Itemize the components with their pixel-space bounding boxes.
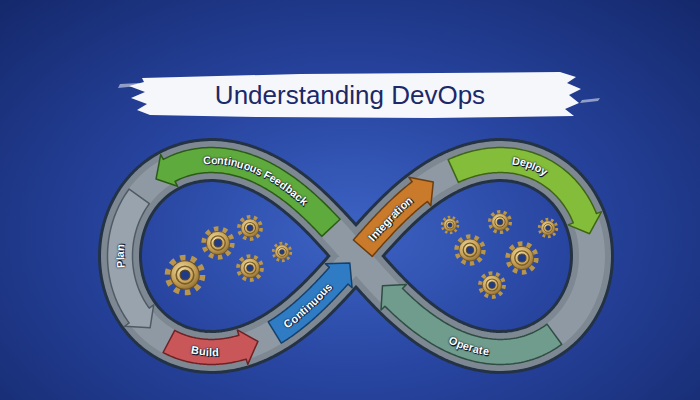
arrow-body [381, 285, 562, 365]
label-letter: l [209, 346, 212, 359]
gear [274, 244, 291, 261]
gear [443, 218, 458, 233]
loop-band [120, 160, 592, 352]
arrow-label: Deploy [445, 144, 605, 237]
label-letter: P [114, 260, 127, 268]
label-letter: u [199, 345, 207, 358]
label-letter: C [202, 154, 210, 167]
arrow-label: Plan [104, 186, 157, 331]
label-letter: o [210, 154, 217, 167]
gear [169, 259, 202, 292]
flow-arrow: Operate [378, 281, 565, 368]
infinity-loop [120, 160, 592, 352]
flow-arrow: Deploy [445, 144, 605, 237]
arrow-shape [104, 186, 157, 331]
arrow-label: Integration [350, 174, 437, 260]
gear [481, 274, 504, 297]
flow-arrow: Plan [104, 186, 157, 331]
arrow-body [353, 177, 433, 256]
label-letter: i [206, 345, 210, 358]
label-letter: d [212, 345, 219, 358]
arrow-label: Continuous Feedback [153, 144, 344, 240]
arrow-label: Build [160, 326, 261, 368]
flow-arrow: Continuous [265, 260, 356, 347]
gear [239, 257, 262, 280]
gear [509, 245, 536, 272]
label-letter: n [114, 244, 127, 252]
label-letter: e [482, 344, 490, 357]
gear [490, 212, 510, 232]
flow-arrow: Integration [350, 174, 437, 260]
arrow-label: Operate [378, 281, 565, 368]
label-letter: a [114, 251, 127, 257]
arrow-label: Continuous [265, 260, 356, 347]
title: Understanding DevOps [0, 77, 700, 113]
arrow-body [156, 148, 340, 237]
arrow-body [108, 189, 154, 328]
arrow-shape [153, 144, 344, 240]
arrow-body [268, 263, 352, 343]
arrow-body [448, 148, 601, 234]
gear [540, 220, 557, 237]
arrow-shape [378, 281, 565, 368]
flow-arrow: Continuous Feedback [153, 144, 344, 240]
title-holder: Understanding DevOps [0, 77, 700, 113]
gear [240, 218, 261, 239]
arrow-body [163, 330, 258, 365]
loop-band [120, 160, 592, 352]
gear [205, 230, 232, 257]
loop-band [120, 160, 592, 352]
gear [457, 237, 483, 263]
gears [169, 212, 557, 296]
flow-arrow: Build [160, 326, 261, 368]
